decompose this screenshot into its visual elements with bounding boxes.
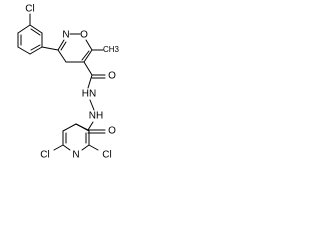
atom-labels: Cl N O CH3 O HN NH O Cl N Cl	[25, 4, 119, 161]
chemical-structure-diagram: Cl N O CH3 O HN NH O Cl N Cl	[17, 4, 120, 161]
carbonyl-1	[83, 61, 106, 89]
bond-nh-nh	[89, 99, 95, 111]
methyl-label: CH3	[103, 45, 120, 54]
chlorine-phenyl-label: Cl	[25, 4, 34, 15]
chlorine-right-label: Cl	[102, 150, 111, 161]
bond-phenyl-isoxazole	[41, 46, 59, 51]
carbonyl-oxygen-1-label: O	[108, 71, 116, 82]
isoxazole-ring	[57, 33, 104, 63]
isoxazole-nitrogen-label: N	[62, 30, 69, 41]
isoxazole-oxygen-label: O	[80, 30, 88, 41]
chlorophenyl-ring	[17, 13, 43, 55]
hydrazide-nh-1-label: HN	[82, 89, 96, 100]
chlorine-left-label: Cl	[40, 150, 49, 161]
hydrazide-nh-2-label: NH	[89, 111, 103, 122]
carbonyl-2	[75, 121, 106, 134]
carbonyl-oxygen-2-label: O	[108, 126, 116, 137]
pyridine-ring	[53, 123, 99, 151]
pyridine-nitrogen-label: N	[72, 150, 79, 161]
